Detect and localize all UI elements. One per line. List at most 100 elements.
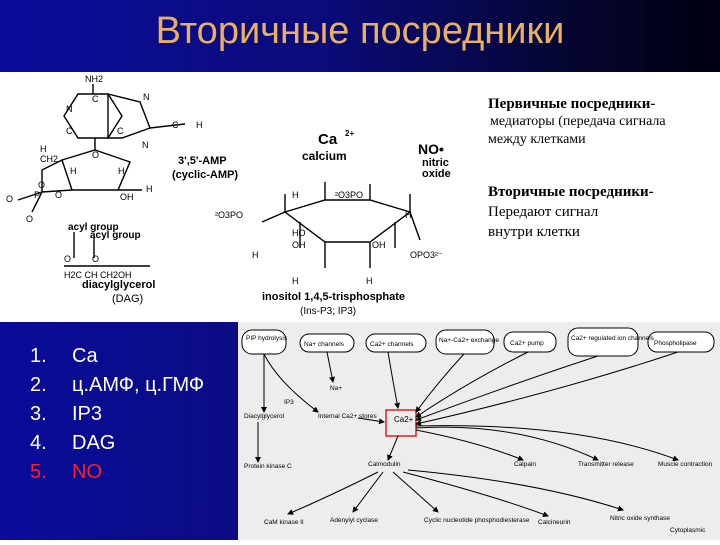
ip-oh-label-2: OH	[372, 240, 386, 250]
list-item-text: DAG	[72, 432, 116, 454]
ip3-abbr-label: (Ins-P3; IP3)	[300, 306, 356, 317]
ip3-label: inositol 1,4,5-trisphosphate	[262, 291, 405, 303]
label-adenylyl-cyclase: Adenylyl cyclase	[330, 517, 378, 524]
list-item-highlighted: 5. NO	[30, 461, 204, 490]
signaling-diagram-svg: PIP hydrolysis Na+ channels Ca2+ channel…	[241, 327, 715, 534]
atom-p: P	[34, 190, 40, 200]
ip-h-2: H	[405, 210, 412, 220]
label-calmodulin: Calmodulin	[368, 461, 401, 468]
ip-po3-left: ²O3PO	[215, 210, 243, 220]
label-muscle-contraction: Muscle contraction	[658, 461, 713, 468]
chemical-structures-svg: NH2 C N N C C C H N H CH2 O H H O P O O …	[6, 74, 451, 317]
atom-c3: C	[117, 126, 124, 136]
acyl-group-label-1: acyl group	[68, 222, 119, 233]
dag-abbr-label: (DAG)	[112, 293, 143, 305]
list-item-text: Ca	[72, 345, 98, 367]
dag-o-2: O	[92, 254, 99, 264]
chemical-structures-panel: NH2 C N N C C C H N H CH2 O H H O P O O …	[0, 72, 470, 322]
ca-charge: 2+	[345, 129, 354, 138]
atom-o3: O	[6, 194, 13, 204]
node-na-ca-exchange: Na+-Ca2+ exchange	[439, 337, 499, 344]
atom-c2: C	[66, 126, 73, 136]
atom-o1: O	[92, 150, 99, 160]
messenger-list: 1. Ca 2. ц.АМФ, ц.ГМФ 3. IP3 4. DAG 5. N…	[30, 345, 204, 490]
list-item: 1. Ca	[30, 345, 204, 374]
oh-label-1: OH	[120, 192, 134, 202]
label-cam-kinase: CaM kinase II	[264, 519, 304, 526]
label-na: Na+	[330, 385, 342, 392]
atom-o4: O	[55, 190, 62, 200]
node-phospholipase: Phospholipase	[654, 340, 697, 347]
atom-o2: O	[38, 180, 45, 190]
node-na-channels: Na+ channels	[304, 341, 345, 348]
label-calcineurin: Calcineurin	[538, 519, 571, 526]
ip-ho-label: HO	[292, 228, 306, 238]
nh2-label: NH2	[85, 74, 103, 84]
dag-label: diacylglycerol	[82, 279, 155, 291]
label-diacylglycerol: Diacylglycerol	[244, 413, 285, 420]
label-cyclic-pde: Cyclic nucleotide phosphodiesterase	[424, 517, 530, 524]
label-nos: Nitric oxide synthase	[610, 515, 670, 522]
label-cytoplasmic: Cytoplasmic	[670, 527, 706, 534]
list-item-text: NO	[72, 461, 102, 483]
atom-c4: C	[172, 120, 179, 130]
ch2-label: CH2	[40, 154, 58, 164]
atom-h5: H	[146, 184, 153, 194]
calcium-signaling-diagram: PIP hydrolysis Na+ channels Ca2+ channel…	[238, 322, 720, 540]
node-ca-channels: Ca2+ channels	[370, 341, 414, 348]
node-ca-regulated-channels: Ca2+ regulated ion channels	[571, 335, 655, 342]
atom-n3: N	[142, 140, 149, 150]
secondary-messengers-heading: Вторичные посредники-	[488, 184, 654, 200]
ip-oh-label-1: OH	[292, 240, 306, 250]
list-item-number: 5.	[30, 461, 47, 483]
ip-h-4: H	[292, 276, 299, 286]
ca-label: Ca	[318, 131, 338, 148]
list-item: 4. DAG	[30, 432, 204, 461]
label-internal-stores: Internal Ca2+ stores	[318, 413, 377, 420]
secondary-messengers-text-2: внутри клетки	[488, 224, 580, 240]
ip-h-3: H	[252, 250, 259, 260]
nitric-label: nitric	[422, 157, 449, 169]
list-item-text: IP3	[72, 403, 103, 425]
camp-label-2: (cyclic-AMP)	[172, 169, 238, 181]
list-item-number: 2.	[30, 374, 47, 396]
list-item: 2. ц.АМФ, ц.ГМФ	[30, 374, 204, 403]
label-protein-kinase-c: Protein kinase C	[244, 463, 292, 470]
messenger-definitions-panel: Первичные посредники- медиаторы (передач…	[470, 72, 720, 322]
calcium-label: calcium	[302, 149, 347, 163]
list-item-number: 3.	[30, 403, 47, 425]
label-ca-center: Ca2+	[394, 415, 414, 424]
primary-messengers-text-1: медиаторы (передача сигнала	[490, 114, 666, 129]
dag-o-1: O	[64, 254, 71, 264]
atom-n2: N	[143, 92, 150, 102]
list-item: 3. IP3	[30, 403, 204, 432]
list-item-text: ц.АМФ, ц.ГМФ	[72, 374, 205, 396]
list-item-number: 1.	[30, 345, 47, 367]
label-ip3: IP3	[284, 399, 294, 406]
page-title: Вторичные посредники	[155, 10, 565, 52]
node-ca-pump: Ca2+ pump	[510, 340, 544, 347]
label-transmitter-release: Transmitter release	[578, 461, 634, 468]
atom-n1: N	[66, 104, 73, 114]
primary-messengers-heading: Первичные посредники-	[488, 96, 656, 112]
ip-h-1: H	[292, 190, 299, 200]
ip-po3-top: ²O3PO	[335, 190, 363, 200]
dag-chain-label: H2C CH CH2OH	[64, 270, 132, 280]
atom-h3: H	[70, 166, 77, 176]
atom-c1: C	[92, 94, 99, 104]
node-pip-hydrolysis: PIP hydrolysis	[246, 335, 288, 342]
ip-h-5: H	[366, 276, 373, 286]
ip-opo3-label: OPO3²⁻	[410, 250, 443, 260]
atom-h4: H	[118, 166, 125, 176]
acyl-group-label-2: acyl group	[90, 230, 141, 241]
atom-h2: H	[40, 144, 47, 154]
label-calpain: Calpain	[514, 461, 536, 468]
list-item-number: 4.	[30, 432, 47, 454]
no-label: NO•	[418, 141, 444, 157]
oxide-label: oxide	[422, 168, 451, 180]
primary-messengers-text-2: между клетками	[488, 132, 586, 147]
camp-label: 3',5'-AMP	[178, 155, 227, 167]
secondary-messengers-text-1: Передают сигнал	[488, 204, 599, 220]
atom-o5: O	[26, 214, 33, 224]
